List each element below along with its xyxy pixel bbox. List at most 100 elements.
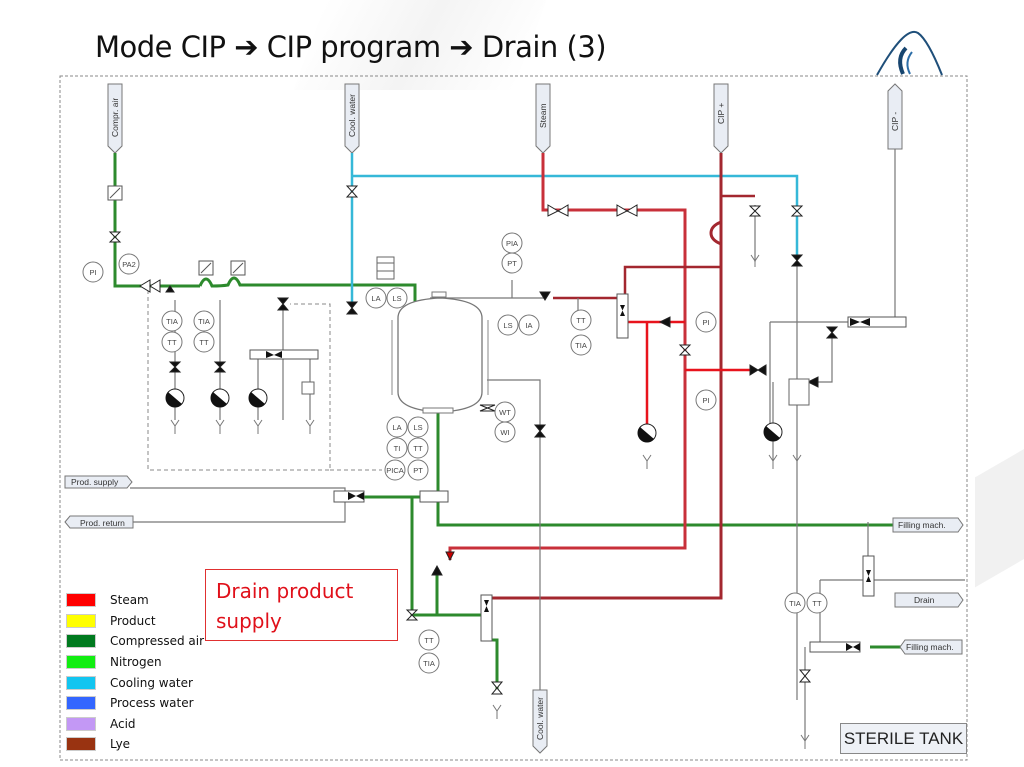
legend-label: Process water bbox=[110, 696, 194, 711]
connector-label: Cool. water bbox=[347, 94, 357, 137]
legend-label: Acid bbox=[110, 716, 136, 731]
instrument-tia: TIA bbox=[418, 652, 440, 674]
legend: Steam Product Compressed air Nitrogen Co… bbox=[66, 590, 204, 755]
svg-text:TIA: TIA bbox=[575, 341, 587, 350]
instrument-tia: TIA bbox=[784, 592, 806, 614]
connector-label: Filling mach. bbox=[898, 520, 946, 530]
svg-text:TIA: TIA bbox=[423, 659, 435, 668]
svg-text:TT: TT bbox=[199, 338, 209, 347]
legend-swatch bbox=[66, 675, 96, 690]
instrument-tt: TT bbox=[806, 592, 828, 614]
svg-text:TIA: TIA bbox=[198, 317, 210, 326]
instrument-ia: IA bbox=[518, 314, 540, 336]
callout-line: Drain product bbox=[216, 579, 354, 603]
svg-text:IA: IA bbox=[525, 321, 532, 330]
connector-filling-mach-2[interactable]: Filling mach. bbox=[899, 639, 963, 655]
instrument-pi: PI bbox=[82, 261, 104, 283]
connector-cool-water-bottom[interactable]: Cool. water bbox=[532, 689, 548, 754]
instrument-tt: TT bbox=[407, 437, 429, 459]
legend-label: Steam bbox=[110, 593, 149, 608]
svg-text:LS: LS bbox=[413, 423, 422, 432]
legend-swatch bbox=[66, 655, 96, 670]
pump-icons[interactable] bbox=[165, 388, 783, 443]
svg-text:PT: PT bbox=[507, 259, 517, 268]
legend-swatch bbox=[66, 593, 96, 608]
instrument-tt: TT bbox=[161, 331, 183, 353]
instrument-tt: TT bbox=[193, 331, 215, 353]
legend-label: Cooling water bbox=[110, 675, 193, 690]
separator-icon bbox=[788, 378, 810, 406]
legend-item-product: Product bbox=[66, 611, 204, 632]
svg-text:TIA: TIA bbox=[166, 317, 178, 326]
company-logo bbox=[876, 30, 943, 76]
svg-text:TT: TT bbox=[812, 599, 822, 608]
legend-label: Product bbox=[110, 613, 156, 628]
legend-label: Lye bbox=[110, 737, 131, 752]
connector-cool-water[interactable]: Cool. water bbox=[344, 83, 360, 154]
connector-compr-air[interactable]: Compr. air bbox=[107, 83, 123, 154]
connector-steam[interactable]: Steam bbox=[535, 83, 551, 154]
legend-item-cooling-water: Cooling water bbox=[66, 672, 204, 693]
instrument-tt: TT bbox=[418, 629, 440, 651]
legend-swatch bbox=[66, 716, 96, 731]
sterile-tank-vessel[interactable] bbox=[391, 291, 489, 414]
svg-text:PIA: PIA bbox=[506, 239, 518, 248]
legend-swatch bbox=[66, 613, 96, 628]
drawing-frame bbox=[59, 75, 968, 761]
title-part-program: CIP program bbox=[266, 30, 441, 64]
instrument-pia: PIA bbox=[501, 232, 523, 254]
svg-text:LA: LA bbox=[371, 294, 380, 303]
sight-glass-icon bbox=[376, 256, 395, 280]
legend-item-acid: Acid bbox=[66, 714, 204, 735]
svg-text:PI: PI bbox=[702, 318, 709, 327]
connector-label: Prod. return bbox=[80, 518, 125, 528]
legend-swatch bbox=[66, 737, 96, 752]
instrument-ti: TI bbox=[386, 437, 408, 459]
legend-item-process-water: Process water bbox=[66, 693, 204, 714]
connector-cip-plus[interactable]: CIP + bbox=[713, 83, 729, 154]
legend-item-lye: Lye bbox=[66, 734, 204, 755]
filter-icon bbox=[301, 381, 315, 395]
connector-cip-minus[interactable]: CIP - bbox=[887, 83, 903, 150]
connector-drain[interactable]: Drain bbox=[894, 592, 964, 608]
legend-swatch bbox=[66, 696, 96, 711]
svg-text:TT: TT bbox=[167, 338, 177, 347]
instrument-tia: TIA bbox=[161, 310, 183, 332]
drain-funnel-icons bbox=[170, 254, 810, 749]
connector-prod-supply[interactable]: Prod. supply bbox=[64, 475, 133, 489]
title-part-step: Drain (3) bbox=[481, 30, 607, 64]
instrument-la: LA bbox=[386, 416, 408, 438]
connector-filling-mach[interactable]: Filling mach. bbox=[892, 517, 964, 533]
valve-icons[interactable] bbox=[108, 185, 839, 695]
connector-prod-return[interactable]: Prod. return bbox=[64, 515, 134, 529]
svg-text:TT: TT bbox=[424, 636, 434, 645]
connector-label: Prod. supply bbox=[71, 477, 119, 487]
svg-text:LA: LA bbox=[392, 423, 401, 432]
svg-text:WT: WT bbox=[499, 408, 511, 417]
connector-label: Drain bbox=[914, 595, 935, 605]
legend-swatch bbox=[66, 634, 96, 649]
instrument-wt: WT bbox=[494, 401, 516, 423]
instrument-pi: PI bbox=[695, 311, 717, 333]
connector-label: Compr. air bbox=[110, 98, 120, 137]
instrument-pica: PICA bbox=[384, 459, 406, 481]
instrument-pt: PT bbox=[501, 252, 523, 274]
connector-label: CIP + bbox=[716, 103, 726, 124]
instrument-pi: PI bbox=[695, 389, 717, 411]
legend-label: Compressed air bbox=[110, 634, 205, 649]
filter-icon bbox=[107, 185, 246, 276]
instrument-wi: WI bbox=[494, 421, 516, 443]
instruments[interactable]: PI PA2 TIA TT TIA TT LA LS PIA PT LS IA … bbox=[82, 232, 828, 674]
instrument-tia: TIA bbox=[193, 310, 215, 332]
callout-drain-product-supply: Drain product supply bbox=[205, 569, 398, 641]
diagram-title-block: STERILE TANK bbox=[840, 723, 967, 754]
connector-label: CIP - bbox=[890, 112, 900, 131]
title-part-mode: Mode CIP bbox=[95, 30, 226, 64]
connector-label: Cool. water bbox=[535, 697, 545, 740]
connector-label: Steam bbox=[538, 103, 548, 128]
arrow-right-icon: ➔ bbox=[449, 30, 474, 64]
svg-text:PICA: PICA bbox=[386, 466, 404, 475]
signal-boundary bbox=[147, 290, 331, 471]
instrument-tt: TT bbox=[570, 309, 592, 331]
